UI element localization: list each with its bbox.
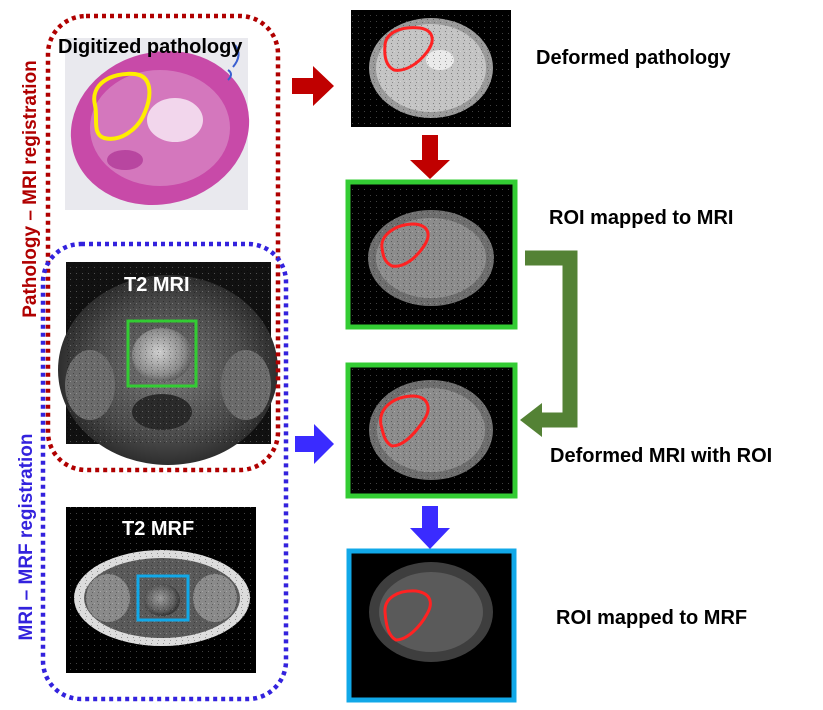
arrow-mri-to-deformed [295,424,334,464]
arrow-deformed-to-mrf [410,506,450,549]
roi-mapped-mrf-label: ROI mapped to MRF [556,607,748,629]
t2-mri-image [58,262,278,465]
deformed-mri-image [345,362,518,499]
pathology-image [65,38,250,210]
mri-roi-outline [380,222,430,268]
feedback-arrow-head [520,403,542,437]
mri-mrf-group-frame [40,241,289,702]
pathology-roi-outline [92,71,152,141]
pathology-mri-group-label: Pathology – MRI registration [20,60,41,318]
deformed-mri-roi-label: Deformed MRI with ROI [550,445,773,467]
deformed-mri-roi-outline [379,394,430,448]
roi-mapped-mrf-image [346,548,517,703]
deformed-pathology-roi [383,26,434,72]
t2-mrf-image [66,507,256,673]
deformed-pathology-image [351,10,511,127]
pathology-label: Digitized pathology [58,36,243,58]
t2-mrf-label: T2 MRF [122,518,195,540]
roi-mapped-mri-image [345,179,518,330]
mrf-prostate-box [136,574,190,622]
mri-mrf-group-label: MRI – MRF registration [16,433,37,641]
roi-mapped-mri-label: ROI mapped to MRI [549,207,734,229]
feedback-arrow-shaft [525,250,578,428]
arrow-deformed-to-mri [410,135,450,179]
mrf-roi-outline [383,589,432,642]
pathology-mri-group-frame [45,13,281,473]
deformed-pathology-label: Deformed pathology [536,47,731,69]
mri-prostate-box [126,319,198,388]
t2-mri-label: T2 MRI [124,274,190,296]
arrow-pathology-to-deformed [292,66,334,106]
